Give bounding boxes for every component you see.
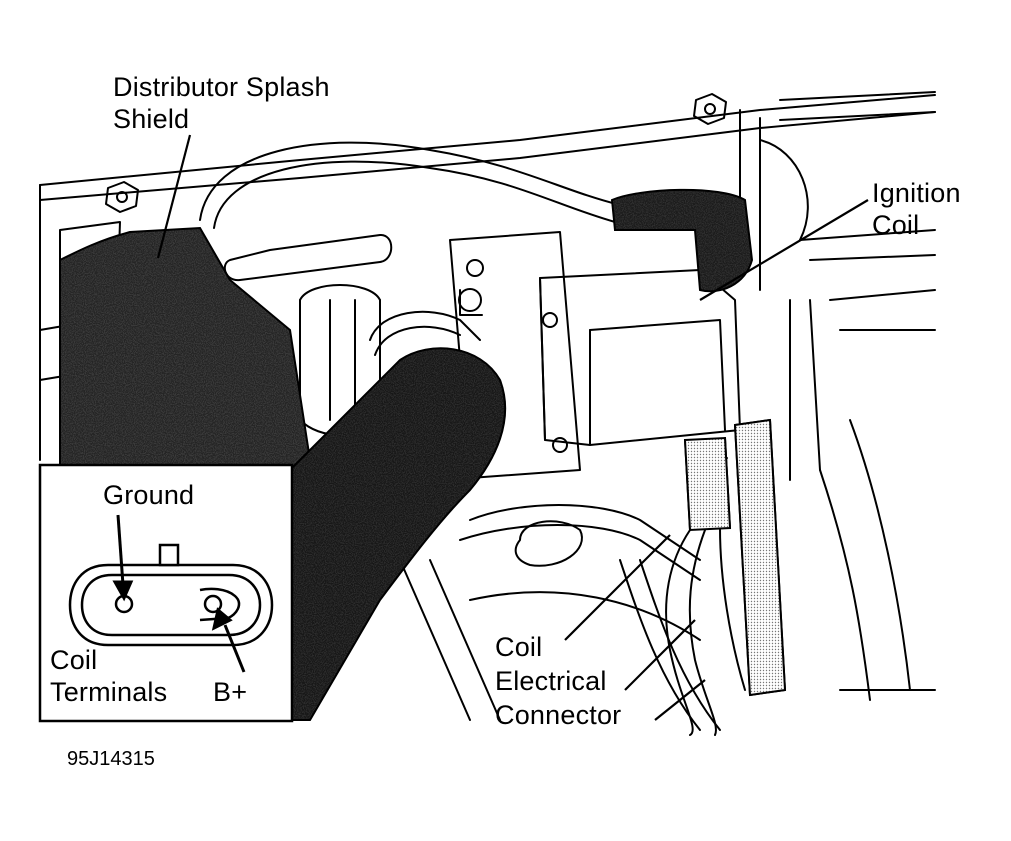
splash-shield-leader bbox=[156, 134, 192, 259]
hose-clamp bbox=[369, 310, 481, 341]
ground-label: Ground bbox=[103, 480, 195, 510]
ignition-coil-label-1: Ignition bbox=[872, 178, 961, 208]
connector-label-1: Coil bbox=[495, 632, 543, 662]
bolt-right bbox=[693, 93, 727, 125]
engine-top-edge-2 bbox=[39, 111, 936, 201]
connector-leader-1 bbox=[564, 534, 671, 641]
ground-arrow-head bbox=[112, 580, 134, 602]
bplus-arrow-shaft bbox=[223, 624, 246, 673]
connector-key bbox=[158, 543, 180, 567]
connector-label-2: Electrical bbox=[495, 666, 607, 696]
connector-wires bbox=[665, 529, 694, 736]
connector-leader-3 bbox=[654, 679, 706, 721]
vacuum-hose bbox=[199, 141, 621, 221]
coil-terminals-label-1: Coil bbox=[50, 645, 98, 675]
ignition-coil-leader bbox=[699, 199, 869, 301]
splash-shield-label-1: Distributor Splash bbox=[113, 72, 330, 102]
bplus-label: B+ bbox=[213, 677, 248, 707]
ground-arrow-shaft bbox=[116, 514, 125, 586]
figure-id: 95J14315 bbox=[67, 748, 155, 770]
connector-leader-2 bbox=[624, 619, 696, 691]
ignition-coil-label-2: Coil bbox=[872, 210, 920, 240]
bplus-arrow-head bbox=[211, 607, 233, 631]
bolt-left bbox=[105, 181, 139, 213]
engine-top-edge bbox=[39, 94, 936, 186]
connector-label-3: Connector bbox=[495, 700, 622, 730]
lower-hose bbox=[469, 504, 701, 561]
splash-shield-label-2: Shield bbox=[113, 104, 190, 134]
coil-terminals-label-2: Terminals bbox=[50, 677, 168, 707]
